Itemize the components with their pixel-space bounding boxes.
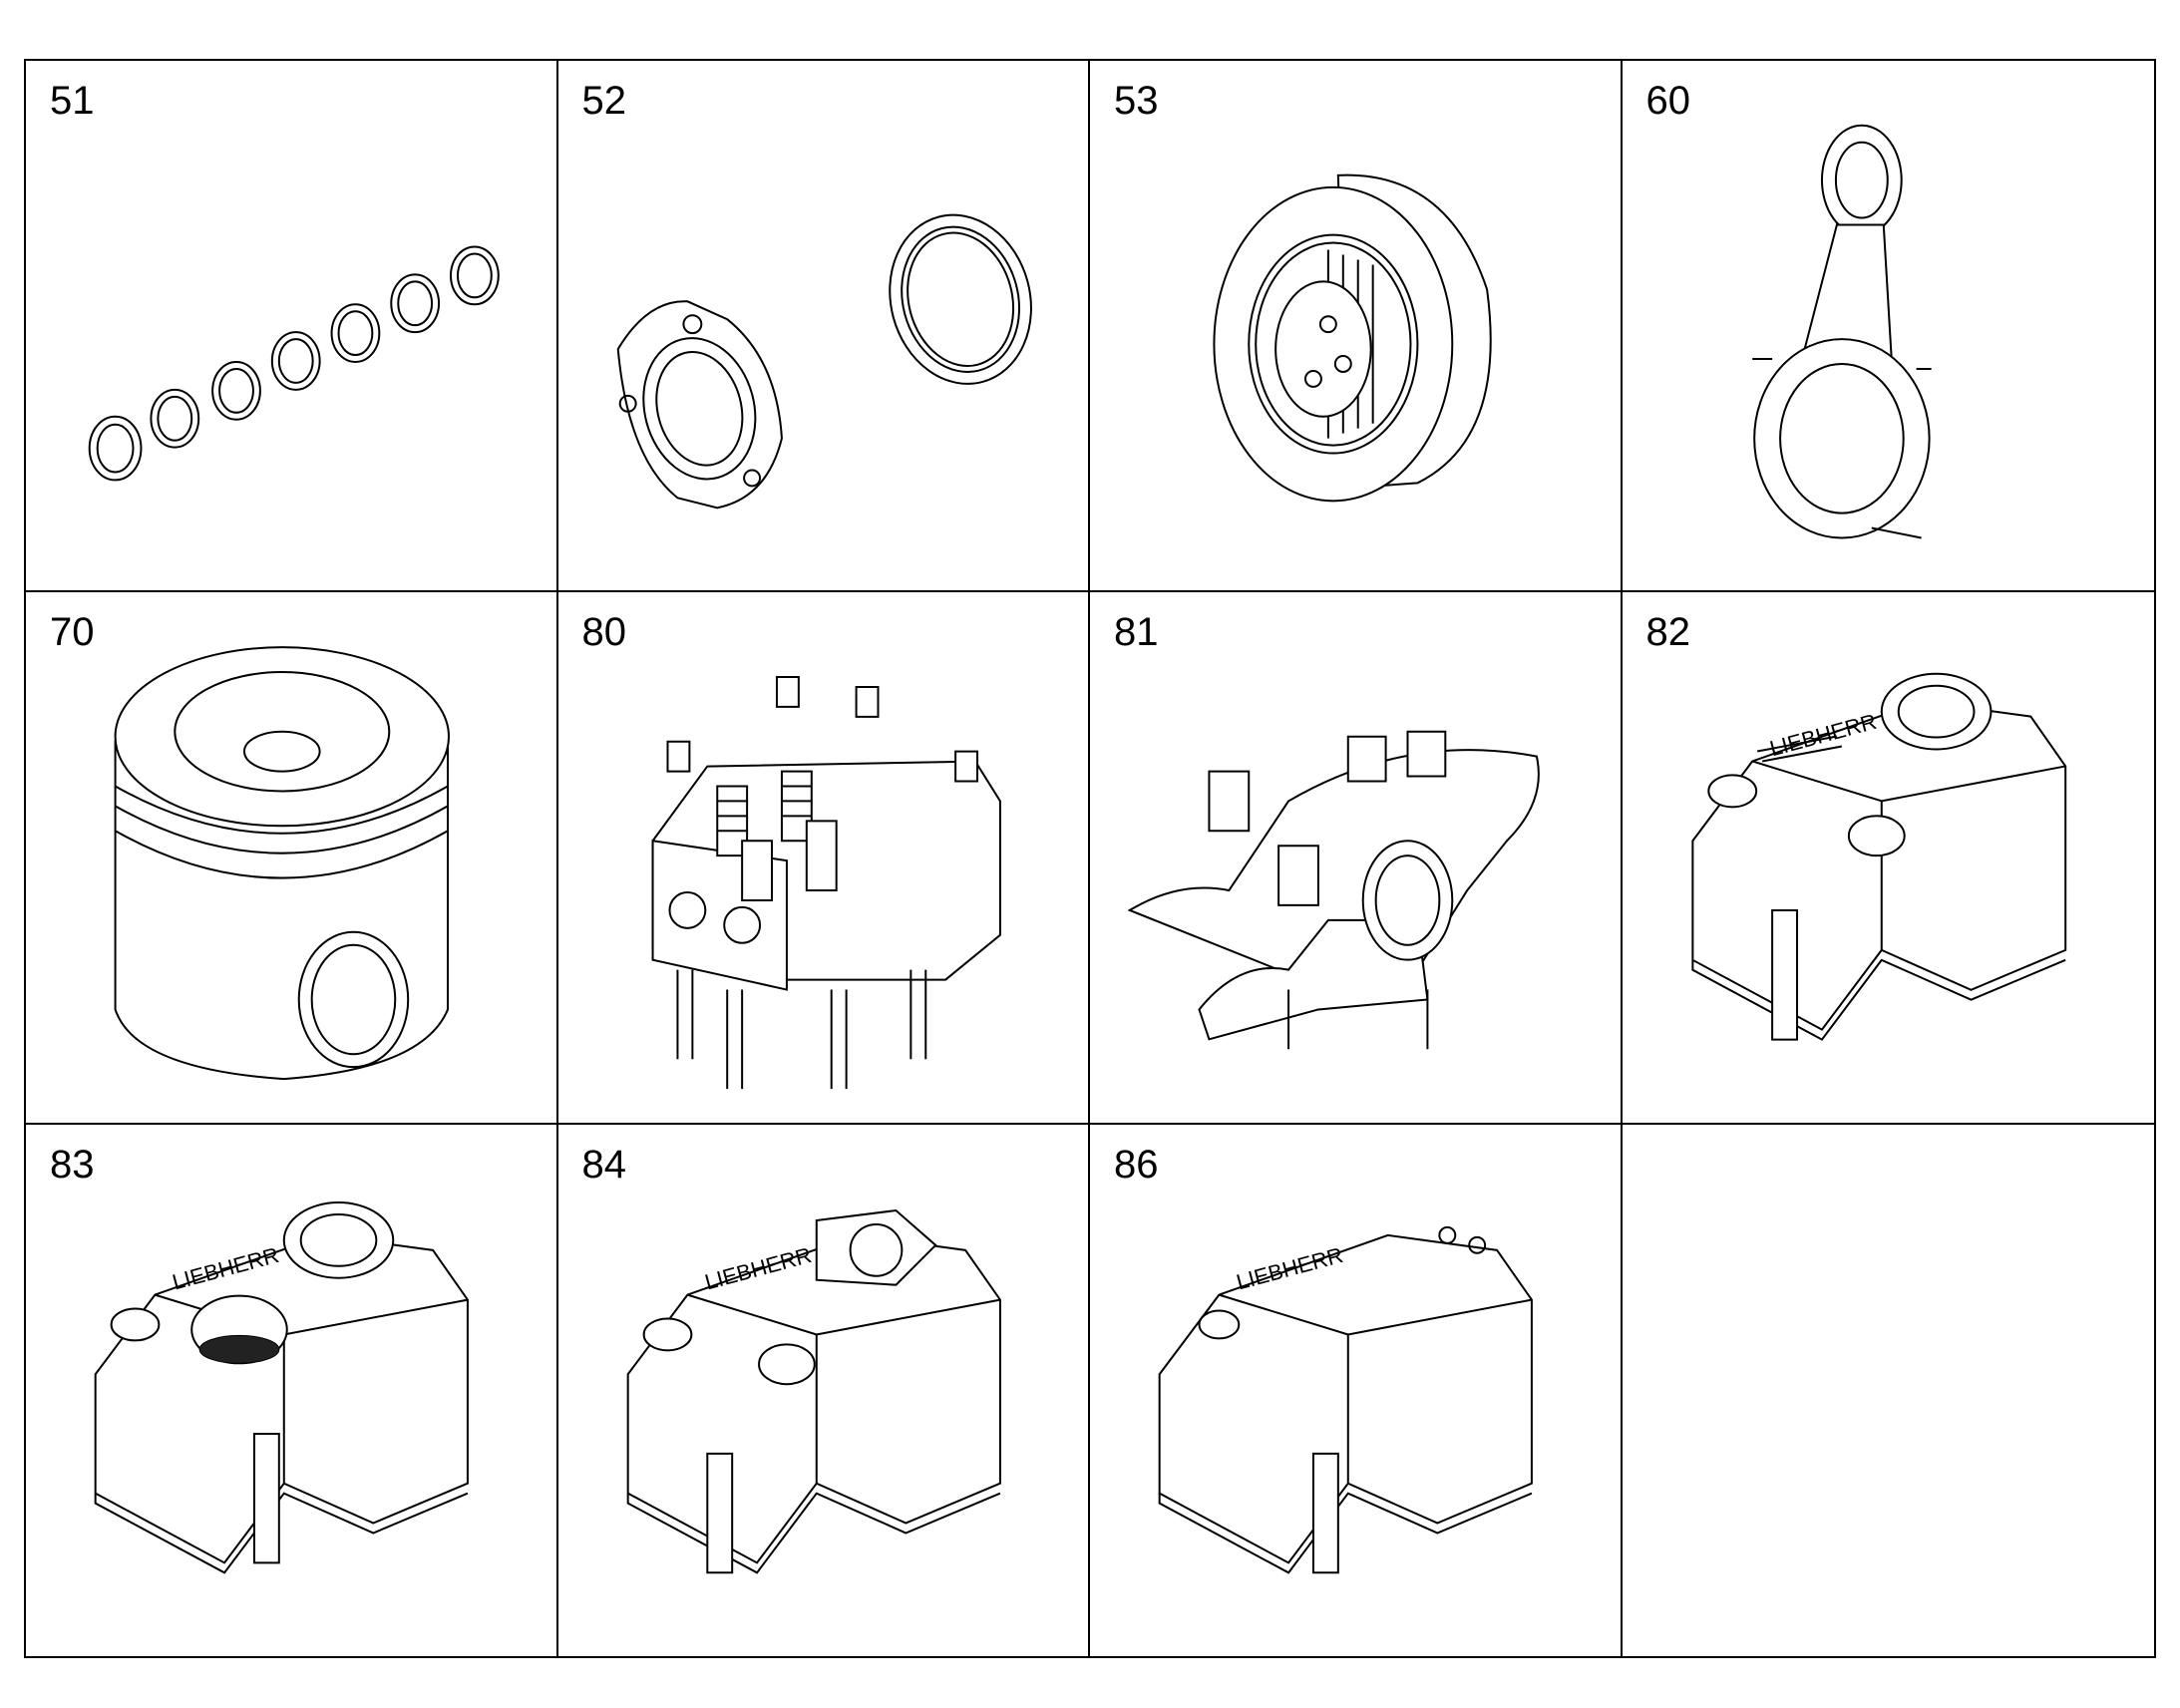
part-cell-53[interactable]: 53: [1090, 61, 1623, 593]
part-number: 53: [1114, 79, 1159, 123]
part-cell-52[interactable]: 52: [557, 61, 1090, 593]
part-cell-81[interactable]: 81: [1090, 592, 1623, 1125]
seal-rings-illustration: [558, 61, 1089, 590]
part-cell-83[interactable]: 83 LIEBHERR: [26, 1124, 558, 1656]
rocker-arm-assembly-illustration: [1090, 592, 1621, 1122]
part-cell-empty: [1623, 1125, 2155, 1656]
part-number: 80: [581, 610, 627, 655]
part-number: 86: [1114, 1142, 1159, 1187]
valve-cover-plain-illustration: LIEBHERR: [1090, 1125, 1621, 1656]
parts-grid: 51 52 53: [24, 59, 2156, 1658]
cylinder-head-illustration: [558, 592, 1089, 1122]
part-number: 83: [50, 1142, 95, 1187]
valve-cover-with-port-illustration: LIEBHERR: [558, 1125, 1089, 1656]
valve-cover-illustration: LIEBHERR: [1623, 592, 2155, 1122]
bearing-shells-illustration: [26, 61, 556, 590]
part-cell-86[interactable]: 86 LIEBHERR: [1090, 1124, 1623, 1656]
valve-cover-with-cap-illustration: LIEBHERR: [26, 1125, 556, 1656]
part-number: 84: [581, 1142, 627, 1187]
part-number: 51: [50, 79, 95, 123]
part-number: 52: [581, 79, 627, 123]
connecting-rod-illustration: [1623, 61, 2155, 590]
part-number: 81: [1114, 610, 1159, 655]
part-number: 60: [1645, 79, 1691, 123]
piston-illustration: [26, 592, 556, 1122]
part-cell-60[interactable]: 60: [1622, 61, 2155, 593]
part-cell-82[interactable]: 82 LIEBHERR: [1622, 592, 2155, 1125]
part-cell-70[interactable]: 70: [26, 592, 558, 1125]
part-cell-51[interactable]: 51: [26, 61, 558, 593]
vibration-damper-illustration: [1090, 61, 1621, 590]
part-number: 82: [1645, 610, 1691, 655]
part-cell-80[interactable]: 80: [557, 592, 1090, 1125]
part-cell-84[interactable]: 84 LIEBHERR: [558, 1124, 1090, 1656]
part-number: 70: [50, 610, 95, 655]
